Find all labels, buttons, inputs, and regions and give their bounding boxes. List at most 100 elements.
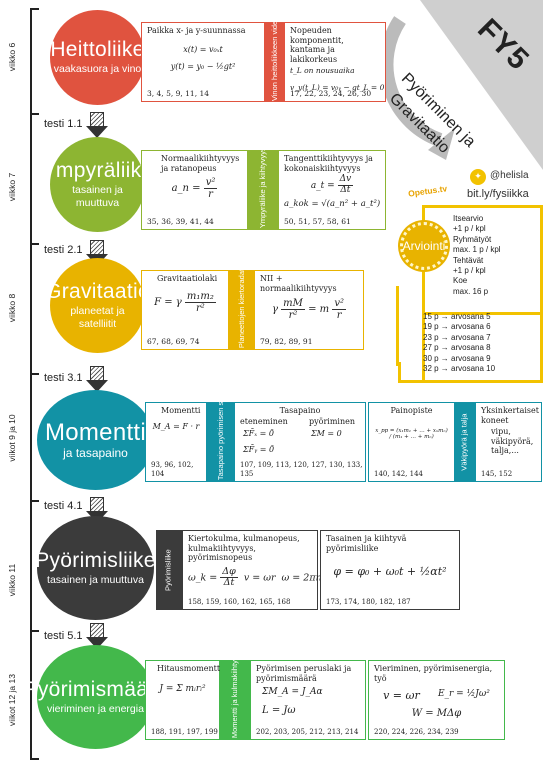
- grading-lines: Itsearvio +1 p / kpl Ryhmätyöt max. 1 p …: [453, 214, 501, 296]
- topic-subtitle: planeetat ja satelliitit: [70, 305, 125, 330]
- topic-subtitle: vieriminen ja energia: [47, 702, 144, 715]
- column-label: pyöriminen: [309, 417, 356, 426]
- grading-badge: Arviointi: [400, 222, 448, 270]
- exercise-numbers: 202, 203, 205, 212, 213, 214: [256, 727, 359, 736]
- equation: L = Jω: [262, 704, 296, 716]
- topic-subtitle: tasainen ja muuttuva: [47, 573, 144, 586]
- box-heading: Paikka x- ja y-suunnassa: [147, 26, 246, 35]
- box-heading: Pyörimisen peruslaki ja pyörimismäärä: [256, 664, 352, 683]
- content-box: Hitausmomentti J = Σ mᵢrᵢ² 188, 191, 197…: [145, 660, 223, 740]
- week-label: viikot 12 ja 13: [7, 674, 17, 726]
- box-heading: Normaalikiihtyvyys ja ratanopeus: [161, 154, 240, 173]
- activity-strip: Tasapaino pyörimisen suhteen: [207, 379, 234, 482]
- content-box: Tangenttikiihtyvyys ja kokonaiskiihtyvyy…: [278, 150, 386, 230]
- content-box: Normaalikiihtyvyys ja ratanopeus a_n = v…: [141, 150, 248, 230]
- content-box: Kiertokulma, kulmanopeus, kulmakiihtyvyy…: [182, 530, 322, 610]
- box-heading: Tasainen ja kiihtyvä pyörimisliike: [326, 534, 407, 553]
- content-box: Tasapaino eteneminen pyöriminen ΣF̄ₓ = 0…: [234, 402, 366, 482]
- exercise-numbers: 188, 191, 197, 199: [151, 727, 218, 736]
- grading-bracket: [398, 362, 425, 383]
- header-corner-graphic: [380, 0, 543, 170]
- timeline-tick: [30, 758, 39, 760]
- box-heading: Gravitaatiolaki: [157, 274, 218, 283]
- equation: x(t) = v₀ₓt: [183, 44, 223, 54]
- course-link[interactable]: bit.ly/fysiikka: [467, 188, 529, 200]
- equation: ΣF̄ₓ = 0̄: [243, 429, 274, 438]
- test-label: testi 4.1: [44, 500, 83, 512]
- exercise-numbers: 173, 174, 180, 182, 187: [326, 597, 411, 606]
- timeline-tick: [30, 8, 39, 10]
- topic-circle-pyorimismaara: Pyörimismäärä vieriminen ja energia: [24, 645, 167, 749]
- list-item: vipu,: [491, 427, 511, 437]
- box-heading: Vieriminen, pyörimisenergia, työ: [374, 664, 493, 683]
- exercise-numbers: 3, 4, 5, 9, 11, 14: [147, 89, 210, 98]
- test-label: testi 5.1: [44, 630, 83, 642]
- twitter-icon: ✦: [470, 169, 486, 185]
- timeline-tick: [30, 373, 39, 375]
- exercise-numbers: 145, 152: [481, 469, 513, 478]
- test-label: testi 2.1: [44, 244, 83, 256]
- grading-bracket-line: [396, 286, 399, 366]
- content-box: Momentti M_A = F · r 93, 96, 102, 104: [145, 402, 207, 482]
- equation: φ = φ₀ + ω₀t + ½αt²: [333, 565, 447, 579]
- exercise-numbers: 93, 96, 102, 104: [151, 461, 194, 478]
- equation: W = MΔφ: [411, 708, 462, 720]
- test-label: testi 1.1: [44, 118, 83, 130]
- topic-subtitle: vaakasuora ja vino: [53, 63, 142, 76]
- activity-strip: Momentti ja kulmakiihtyvyys: [220, 645, 250, 740]
- box-heading: Momentti: [161, 406, 201, 415]
- activity-strip: Planeettojen kiertoradat: [229, 269, 254, 350]
- content-box: Yksinkertaiset koneet vipu, väkipyörä, t…: [475, 402, 542, 482]
- content-box: Nopeuden komponentit, kantama ja lakikor…: [284, 22, 386, 102]
- list-item: väkipyörä,: [491, 436, 534, 446]
- content-box: Tasainen ja kiihtyvä pyörimisliike φ = φ…: [320, 530, 460, 610]
- content-box: Paikka x- ja y-suunnassa x(t) = v₀ₓt y(t…: [141, 22, 265, 102]
- equation: a_kok = √(a_n² + a_t²): [284, 198, 381, 209]
- topic-circle-gravitaatio: Gravitaatio planeetat ja satelliitit: [45, 258, 150, 353]
- topic-title: Ympyräliike: [41, 159, 154, 183]
- exercise-numbers: 17, 22, 23, 24, 26, 30: [290, 89, 372, 98]
- exercise-numbers: 50, 51, 57, 58, 61: [284, 217, 351, 226]
- exercise-numbers: 107, 109, 113, 120, 127, 130, 133, 135: [240, 461, 363, 478]
- equation: E_r = ½Jω²: [437, 689, 490, 700]
- twitter-handle[interactable]: @helisla: [490, 170, 529, 181]
- column-label: eteneminen: [240, 417, 288, 426]
- topic-circle-heittoliike: Heittoliike vaakasuora ja vino: [50, 10, 145, 105]
- box-heading: Yksinkertaiset koneet: [481, 406, 539, 425]
- activity-strip: Pyörimisliike: [156, 530, 182, 610]
- equation: v = ωr: [383, 689, 420, 703]
- topic-title: Heittoliike: [50, 38, 145, 62]
- week-label: viikko 7: [7, 172, 17, 202]
- timeline-tick: [30, 500, 39, 502]
- topic-title: Gravitaatio: [45, 280, 150, 304]
- topic-title: Pyörimismäärä: [23, 677, 168, 701]
- content-box: Painopiste x_pp = (x₁m₁ + … + xₙmₙ) / (m…: [368, 402, 455, 482]
- box-heading: Painopiste: [390, 406, 433, 415]
- box-heading: NII + normaalikiihtyvyys: [260, 274, 337, 293]
- week-label: viikko 6: [7, 42, 17, 72]
- exercise-numbers: 158, 159, 160, 162, 165, 168: [188, 597, 291, 606]
- timeline-tick: [30, 113, 39, 115]
- list-item: talja,...: [491, 446, 519, 456]
- topic-circle-pyorimisliike: Pyörimisliike tasainen ja muuttuva: [35, 516, 156, 620]
- equation: ΣM = 0: [311, 429, 342, 438]
- box-note: t_L on nousuaika: [290, 66, 355, 76]
- test-label: testi 3.1: [44, 372, 83, 384]
- timeline-tick: [30, 243, 39, 245]
- activity-strip: Vinon heittoliikkeen videoanalyysi: [265, 0, 284, 102]
- topic-circle-ympyraliike: Ympyräliike tasainen ja muuttuva: [42, 137, 153, 232]
- box-heading: Hitausmomentti: [157, 664, 223, 673]
- equation: ΣF̄ᵧ = 0̄: [243, 445, 275, 454]
- topic-subtitle: ja tasapaino: [63, 445, 128, 460]
- topic-title: Momentti: [44, 418, 147, 446]
- topic-title: Pyörimisliike: [35, 548, 156, 572]
- timeline-tick: [30, 630, 39, 632]
- box-heading: Kiertokulma, kulmanopeus, kulmakiihtyvyy…: [188, 534, 300, 563]
- topic-subtitle: tasainen ja muuttuva: [72, 184, 123, 209]
- topic-circle-momentti: Momentti ja tasapaino: [37, 390, 154, 490]
